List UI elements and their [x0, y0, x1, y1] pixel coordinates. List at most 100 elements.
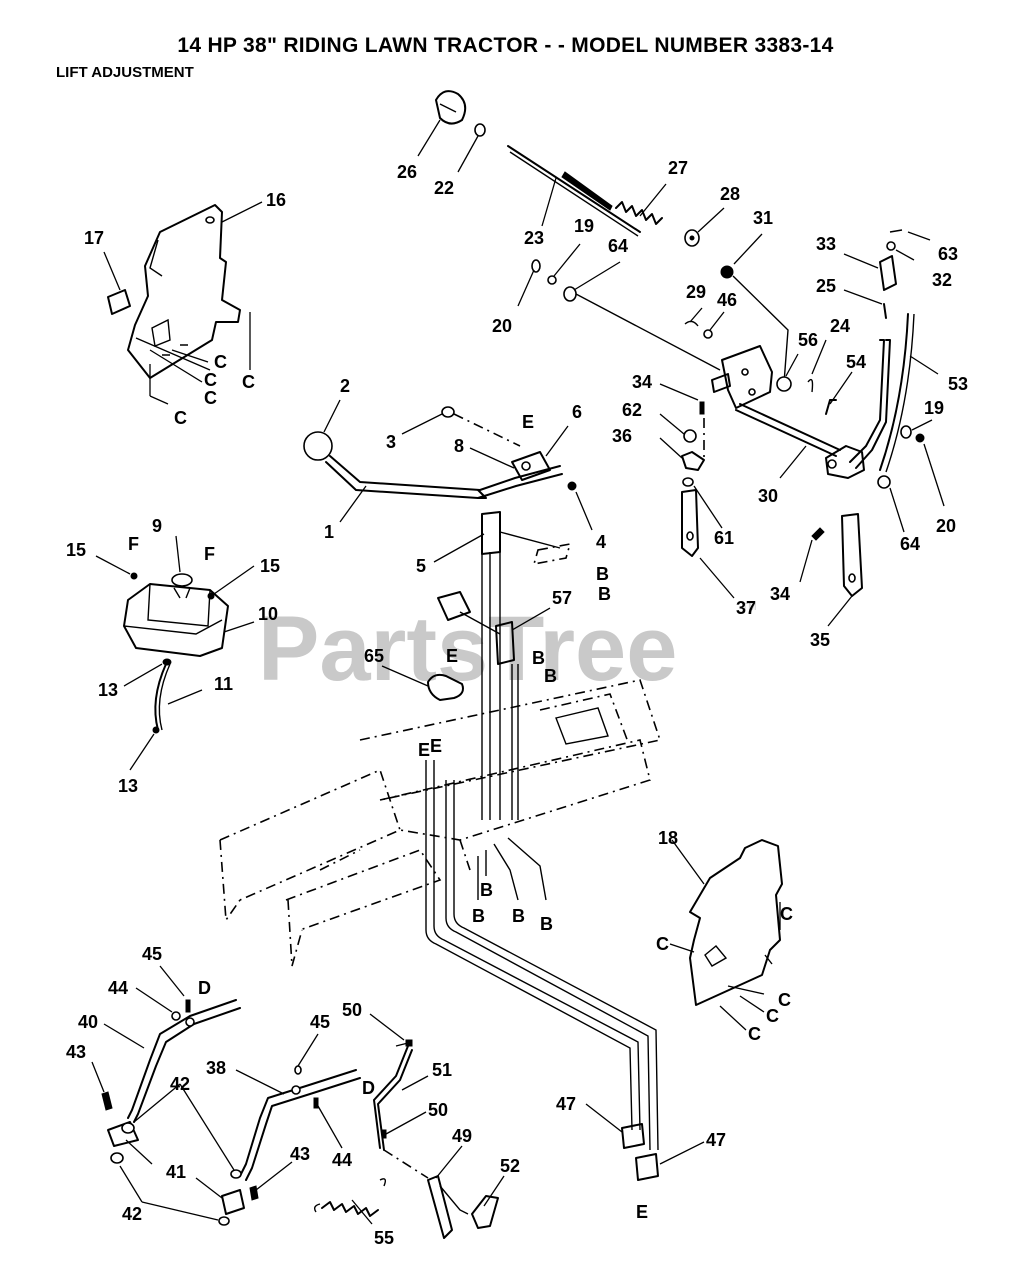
callout-22: 22	[434, 178, 454, 198]
part-25-pin	[883, 303, 887, 319]
part-64-19-20-right-hardware	[877, 425, 925, 489]
part-6-bracket	[511, 451, 551, 481]
callout-20-top: 20	[492, 316, 512, 336]
part-23-shaft	[507, 145, 641, 237]
callout-3: 3	[386, 432, 396, 452]
part-54-rod	[825, 399, 837, 415]
callout-20-right: 20	[936, 516, 956, 536]
ref-e-3: E	[418, 740, 430, 760]
part-10-tank	[123, 583, 229, 657]
part-34-pin	[811, 527, 825, 541]
ref-b-5: B	[480, 880, 493, 900]
callout-5: 5	[416, 556, 426, 576]
callout-13-upper: 13	[98, 680, 118, 700]
callout-10: 10	[258, 604, 278, 624]
callout-61: 61	[714, 528, 734, 548]
callout-55: 55	[374, 1228, 394, 1248]
part-31-nut	[720, 265, 789, 384]
callout-52: 52	[500, 1156, 520, 1176]
part-43-bolts	[101, 1091, 259, 1201]
callout-24: 24	[830, 316, 850, 336]
part-29-46-hardware	[684, 320, 713, 339]
callout-16: 16	[266, 190, 286, 210]
part-arm-lever	[849, 339, 891, 469]
part-15-screws	[130, 572, 215, 600]
callout-40: 40	[78, 1012, 98, 1032]
part-56-nut	[776, 376, 792, 392]
ref-c-9: C	[766, 1006, 779, 1026]
part-62-36-hardware	[681, 401, 705, 471]
ref-b-2: B	[598, 584, 611, 604]
diagram-title: 14 HP 38" RIDING LAWN TRACTOR - - MODEL …	[177, 34, 834, 57]
callout-9: 9	[152, 516, 162, 536]
part-22-clip	[474, 123, 486, 137]
ref-c-8: C	[778, 990, 791, 1010]
callout-37: 37	[736, 598, 756, 618]
part-53-cable	[879, 313, 915, 473]
ref-c-5: C	[174, 408, 187, 428]
callout-64-right: 64	[900, 534, 920, 554]
b-rod-ends	[477, 837, 547, 901]
callout-44-left: 44	[108, 978, 128, 998]
part-5-bracket	[481, 511, 572, 566]
callout-64-top: 64	[608, 236, 628, 256]
callout-18: 18	[658, 828, 678, 848]
part-52-link	[471, 1195, 499, 1229]
callout-17: 17	[84, 228, 104, 248]
callout-47-right: 47	[706, 1130, 726, 1150]
callout-labels: 26 22 23 27 28 31 19 64 20 29 46 56 24 5…	[66, 158, 968, 1248]
part-37-link	[681, 489, 699, 557]
callout-53: 53	[948, 374, 968, 394]
part-40-arm	[127, 999, 241, 1123]
callout-2: 2	[340, 376, 350, 396]
callout-26: 26	[397, 162, 417, 182]
leader-lines	[91, 119, 945, 1225]
tractor-frame	[219, 679, 662, 967]
ref-e-5: E	[636, 1202, 648, 1222]
part-30-lift-shaft	[711, 345, 865, 479]
part-55-spring	[313, 1178, 387, 1217]
callout-42-lower: 42	[122, 1204, 142, 1224]
part-24-pin	[807, 378, 814, 393]
part-4-nut	[567, 481, 577, 491]
callout-35: 35	[810, 630, 830, 650]
part-3-bolt	[441, 406, 521, 447]
callout-45-left: 45	[142, 944, 162, 964]
ref-c-10: C	[748, 1024, 761, 1044]
part-16-left-bracket	[127, 204, 241, 379]
reference-letters: C C C C C C C C C C B B B B B B B B D D …	[128, 352, 793, 1222]
part-65-clip	[427, 673, 464, 701]
ref-c-7: C	[656, 934, 669, 954]
callout-57: 57	[552, 588, 572, 608]
callout-19-right: 19	[924, 398, 944, 418]
callout-36: 36	[612, 426, 632, 446]
part-47-brackets	[621, 1123, 659, 1181]
part-17-plate	[107, 289, 131, 315]
callout-38: 38	[206, 1058, 226, 1078]
ref-f-2: F	[204, 544, 215, 564]
part-50-pins	[381, 1039, 413, 1139]
ref-e-1: E	[522, 412, 534, 432]
part-57-bracket	[437, 591, 515, 665]
callout-50-lower: 50	[428, 1100, 448, 1120]
part-9-cap	[171, 573, 193, 599]
callout-29: 29	[686, 282, 706, 302]
part-26-knob	[435, 90, 467, 125]
ref-c-6: C	[780, 904, 793, 924]
callout-41: 41	[166, 1162, 186, 1182]
callout-4: 4	[596, 532, 606, 552]
callout-25: 25	[816, 276, 836, 296]
callout-30: 30	[758, 486, 778, 506]
part-51-rod	[373, 1041, 413, 1151]
part-28-washer	[684, 229, 700, 247]
ref-d-1: D	[198, 978, 211, 998]
part-2-knob	[303, 431, 333, 461]
callout-50-upper: 50	[342, 1000, 362, 1020]
callout-32: 32	[932, 270, 952, 290]
part-64-rod	[531, 259, 721, 371]
callout-56: 56	[798, 330, 818, 350]
callout-54: 54	[846, 352, 866, 372]
ref-e-4: E	[430, 736, 442, 756]
part-18-right-bracket	[689, 839, 783, 1006]
